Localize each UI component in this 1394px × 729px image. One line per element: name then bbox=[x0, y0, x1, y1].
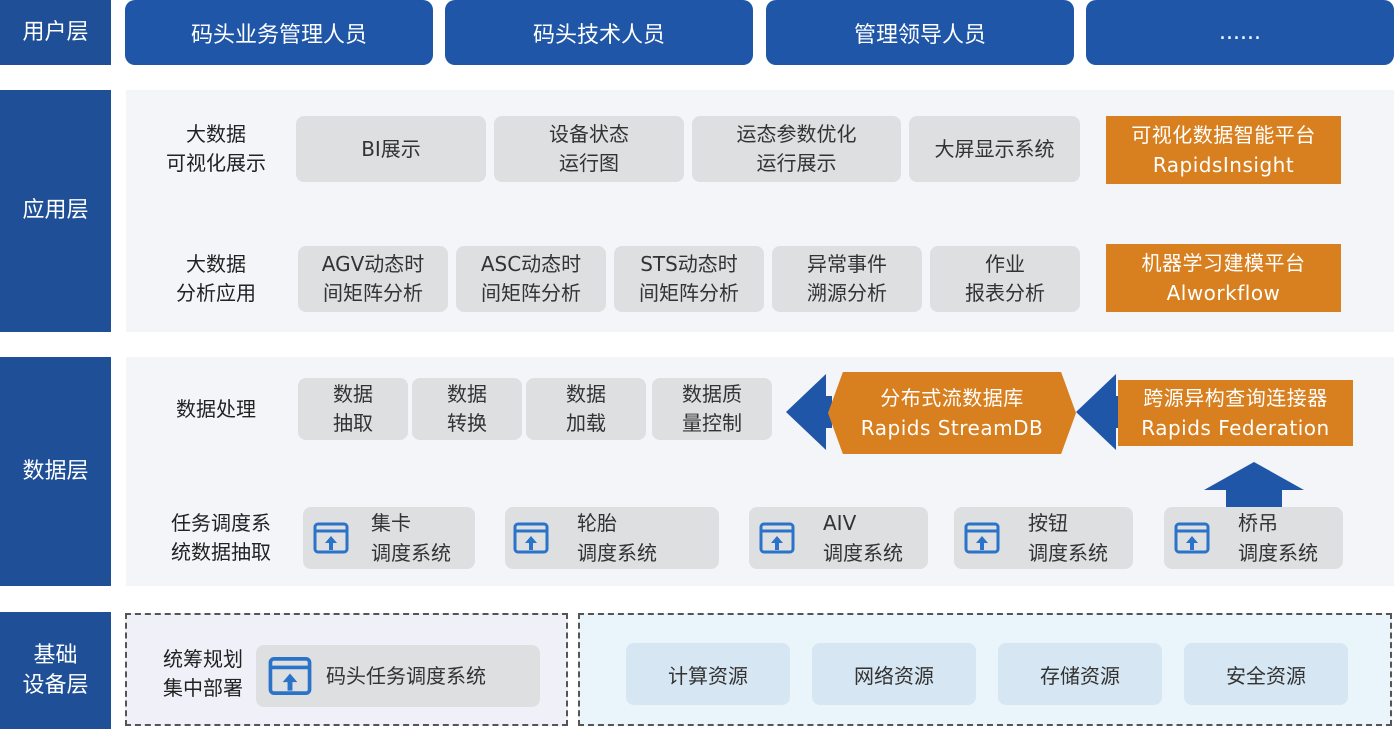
bi-display: BI展示 bbox=[296, 116, 486, 182]
data-extract: 数据抽取 bbox=[298, 378, 408, 440]
agv-matrix-analysis: AGV动态时间矩阵分析 bbox=[298, 246, 448, 312]
arrow-left-icon bbox=[786, 374, 832, 450]
upload-window-icon bbox=[759, 522, 795, 554]
deploy-label: 统筹规划集中部署 bbox=[163, 647, 243, 700]
equipment-status-chart: 设备状态运行图 bbox=[494, 116, 684, 182]
data-processing-label: 数据处理 bbox=[176, 396, 256, 421]
storage-resources: 存储资源 bbox=[998, 643, 1162, 705]
sts-matrix-analysis: STS动态时间矩阵分析 bbox=[614, 246, 764, 312]
terminal-scheduling-system: 码头任务调度系统 bbox=[256, 645, 540, 707]
upload-window-icon bbox=[513, 522, 549, 554]
button-scheduling-system: 按钮调度系统 bbox=[954, 507, 1133, 569]
user-technical-staff: 码头技术人员 bbox=[445, 0, 753, 65]
tire-scheduling-system: 轮胎调度系统 bbox=[505, 507, 719, 569]
user-leadership: 管理领导人员 bbox=[766, 0, 1074, 65]
viz-label: 大数据可视化展示 bbox=[166, 122, 266, 175]
arrow-left-icon bbox=[1076, 374, 1122, 450]
arrow-up-icon bbox=[1204, 462, 1304, 508]
network-resources: 网络资源 bbox=[812, 643, 976, 705]
anomaly-trace-analysis: 异常事件溯源分析 bbox=[772, 246, 922, 312]
crane-scheduling-system: 桥吊调度系统 bbox=[1164, 507, 1343, 569]
app-layer-label: 应用层 bbox=[0, 90, 111, 332]
truck-scheduling-system: 集卡调度系统 bbox=[303, 507, 475, 569]
upload-window-icon bbox=[1174, 522, 1210, 554]
asc-matrix-analysis: ASC动态时间矩阵分析 bbox=[456, 246, 606, 312]
data-layer-label: 数据层 bbox=[0, 357, 111, 586]
big-screen-system: 大屏显示系统 bbox=[909, 116, 1080, 182]
user-business-managers: 码头业务管理人员 bbox=[125, 0, 433, 65]
operation-report-analysis: 作业报表分析 bbox=[930, 246, 1080, 312]
data-load: 数据加载 bbox=[526, 378, 646, 440]
upload-window-icon bbox=[313, 522, 349, 554]
analysis-label: 大数据分析应用 bbox=[176, 252, 256, 305]
base-layer-label: 基础 设备层 bbox=[0, 612, 111, 729]
data-quality-control: 数据质量控制 bbox=[652, 378, 772, 440]
data-transform: 数据转换 bbox=[412, 378, 522, 440]
param-optimization-display: 运态参数优化运行展示 bbox=[692, 116, 901, 182]
upload-window-icon bbox=[964, 522, 1000, 554]
upload-window-icon bbox=[268, 657, 312, 695]
user-layer-label: 用户层 bbox=[0, 0, 111, 65]
security-resources: 安全资源 bbox=[1184, 643, 1348, 705]
scheduling-label: 任务调度系统数据抽取 bbox=[171, 511, 271, 564]
compute-resources: 计算资源 bbox=[626, 643, 790, 705]
user-more: ...... bbox=[1086, 0, 1394, 65]
